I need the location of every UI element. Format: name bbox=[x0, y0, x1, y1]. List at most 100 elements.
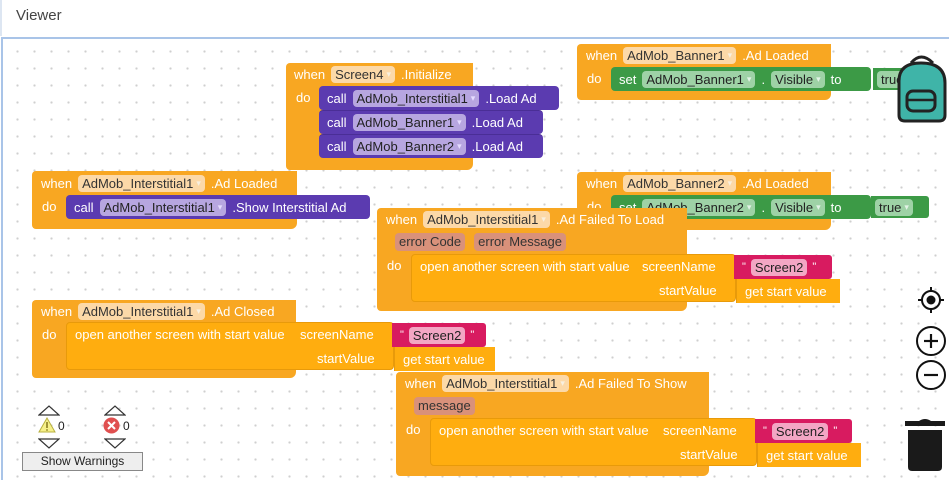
dropdown-arrow-icon: ▾ bbox=[816, 73, 821, 84]
error-next-arrow[interactable] bbox=[103, 437, 127, 449]
dropdown-arrow-icon: ▾ bbox=[746, 73, 752, 84]
do-keyword: do bbox=[42, 327, 57, 342]
when-keyword: when bbox=[586, 175, 618, 191]
dropdown-arrow-icon: ▾ bbox=[904, 201, 909, 212]
trash-icon[interactable] bbox=[903, 417, 947, 473]
error-icon bbox=[103, 417, 120, 434]
quote-icon: " bbox=[763, 425, 767, 437]
param-message[interactable]: message bbox=[414, 397, 475, 415]
event-name: .Ad Closed bbox=[210, 303, 275, 319]
get-start-value-block[interactable]: get start value bbox=[757, 443, 861, 467]
action-label: open another screen with start value bbox=[439, 423, 649, 438]
component-dropdown[interactable]: AdMob_Banner1▾ bbox=[642, 70, 756, 88]
dropdown-arrow-icon: ▾ bbox=[727, 177, 733, 188]
component-dropdown[interactable]: Screen4▾ bbox=[331, 65, 396, 83]
viewer-header: Viewer bbox=[0, 0, 949, 36]
method-name: .Show Interstitial Ad bbox=[232, 199, 347, 215]
component-dropdown[interactable]: AdMob_Interstitial1▾ bbox=[78, 174, 205, 192]
param-error-message[interactable]: error Message bbox=[474, 233, 566, 251]
zoom-in-icon[interactable] bbox=[915, 325, 947, 357]
when-keyword: when bbox=[386, 211, 418, 227]
dropdown-arrow-icon: ▾ bbox=[457, 117, 462, 127]
do-keyword: do bbox=[387, 258, 402, 273]
dropdown-arrow-icon: ▾ bbox=[386, 68, 392, 79]
get-start-value-label: get start value bbox=[745, 283, 827, 299]
text-value[interactable]: Screen2 bbox=[408, 326, 466, 344]
boolean-dropdown[interactable]: true▾ bbox=[875, 198, 913, 216]
call-keyword: call bbox=[327, 90, 347, 106]
set-keyword: set bbox=[619, 71, 637, 87]
call-keyword: call bbox=[74, 199, 94, 215]
dropdown-arrow-icon: ▾ bbox=[560, 377, 565, 388]
component-dropdown[interactable]: AdMob_Banner1▾ bbox=[623, 46, 737, 64]
screen-name-label: screenName bbox=[300, 327, 374, 342]
open-another-screen-block[interactable]: open another screen with start value scr… bbox=[411, 254, 736, 302]
show-warnings-button[interactable]: Show Warnings bbox=[22, 452, 143, 471]
dot-separator: . bbox=[761, 199, 766, 215]
event-name: .Ad Failed To Show bbox=[574, 375, 687, 391]
warning-icon bbox=[38, 416, 56, 433]
method-name: .Load Ad bbox=[471, 115, 523, 130]
quote-icon: " bbox=[400, 329, 404, 341]
recenter-icon[interactable] bbox=[916, 285, 946, 315]
backpack-icon[interactable] bbox=[891, 51, 949, 123]
warning-prev-arrow[interactable] bbox=[37, 403, 61, 416]
when-keyword: when bbox=[586, 47, 618, 63]
to-keyword: to bbox=[830, 199, 842, 215]
component-dropdown[interactable]: AdMob_Interstitial1▾ bbox=[442, 374, 569, 392]
open-another-screen-block[interactable]: open another screen with start value scr… bbox=[66, 322, 394, 370]
text-value[interactable]: Screen2 bbox=[750, 258, 808, 276]
action-label: open another screen with start value bbox=[75, 327, 285, 342]
event-name: .Ad Loaded bbox=[210, 175, 278, 191]
dropdown-arrow-icon: ▾ bbox=[196, 177, 201, 188]
text-block[interactable]: " Screen2 " bbox=[392, 323, 486, 347]
component-dropdown[interactable]: AdMob_Banner2▾ bbox=[352, 138, 466, 155]
text-value[interactable]: Screen2 bbox=[771, 422, 829, 440]
call-block-load-ad[interactable]: call AdMob_Interstitial1▾ .Load Ad bbox=[319, 86, 559, 110]
dropdown-arrow-icon: ▾ bbox=[217, 201, 223, 212]
call-block-load-ad[interactable]: call AdMob_Banner1▾ .Load Ad bbox=[319, 110, 543, 134]
method-name: .Load Ad bbox=[485, 90, 537, 106]
when-keyword: when bbox=[41, 303, 73, 319]
get-start-value-block[interactable]: get start value bbox=[394, 347, 495, 371]
component-dropdown[interactable]: AdMob_Interstitial1▾ bbox=[423, 210, 550, 228]
dropdown-arrow-icon: ▾ bbox=[746, 201, 752, 212]
get-start-value-block[interactable]: get start value bbox=[736, 279, 840, 303]
component-dropdown[interactable]: AdMob_Interstitial1▾ bbox=[78, 302, 205, 320]
start-value-label: startValue bbox=[317, 351, 375, 366]
blocks-workspace[interactable]: when Screen4▾ .Initialize do call AdMob_… bbox=[1, 37, 949, 480]
dropdown-arrow-icon: ▾ bbox=[196, 305, 201, 316]
error-prev-arrow[interactable] bbox=[103, 403, 127, 416]
quote-icon: " bbox=[833, 425, 838, 437]
property-dropdown[interactable]: Visible▾ bbox=[771, 70, 825, 88]
zoom-out-icon[interactable] bbox=[915, 359, 947, 391]
event-name: .Ad Loaded bbox=[742, 47, 809, 63]
property-dropdown[interactable]: Visible▾ bbox=[771, 198, 825, 216]
dropdown-arrow-icon: ▾ bbox=[457, 141, 462, 151]
component-dropdown[interactable]: AdMob_Interstitial1▾ bbox=[352, 89, 480, 107]
text-block[interactable]: " Screen2 " bbox=[734, 255, 832, 279]
boolean-block[interactable]: true▾ bbox=[871, 196, 929, 218]
do-keyword: do bbox=[406, 422, 421, 437]
component-dropdown[interactable]: AdMob_Banner1▾ bbox=[352, 114, 466, 131]
event-name: .Initialize bbox=[401, 66, 452, 82]
start-value-label: startValue bbox=[680, 447, 738, 462]
action-label: open another screen with start value bbox=[420, 259, 630, 274]
text-block[interactable]: " Screen2 " bbox=[755, 419, 852, 443]
quote-icon: " bbox=[470, 329, 475, 341]
call-block-load-ad[interactable]: call AdMob_Banner2▾ .Load Ad bbox=[319, 134, 543, 158]
component-dropdown[interactable]: AdMob_Banner2▾ bbox=[623, 174, 737, 192]
when-keyword: when bbox=[294, 66, 326, 82]
param-error-code[interactable]: error Code bbox=[395, 233, 466, 251]
call-block-show-interstitial[interactable]: call AdMob_Interstitial1▾ .Show Intersti… bbox=[66, 195, 370, 219]
set-visible-block[interactable]: set AdMob_Banner1▾ . Visible▾ to bbox=[611, 67, 871, 91]
component-dropdown[interactable]: AdMob_Interstitial1▾ bbox=[99, 198, 227, 216]
do-keyword: do bbox=[296, 90, 311, 105]
screen-name-label: screenName bbox=[663, 423, 737, 438]
open-another-screen-block[interactable]: open another screen with start value scr… bbox=[430, 418, 757, 466]
to-keyword: to bbox=[830, 71, 842, 87]
quote-icon: " bbox=[812, 261, 817, 273]
warning-next-arrow[interactable] bbox=[37, 437, 61, 449]
screen-name-label: screenName bbox=[642, 259, 716, 274]
event-name: .Ad Loaded bbox=[742, 175, 809, 191]
